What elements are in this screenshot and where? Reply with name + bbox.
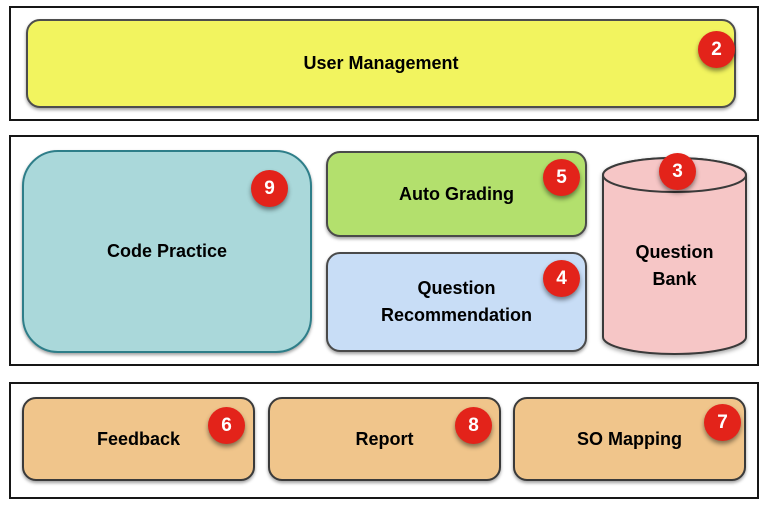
question-recommendation-label: Question Recommendation: [380, 278, 533, 325]
code-practice-label: Code Practice: [106, 241, 228, 261]
code-practice-badge: 9: [251, 170, 288, 207]
user-management-label: User Management: [303, 53, 459, 73]
user-management-badge: 2: [698, 31, 735, 68]
feedback-box: Feedback 6: [22, 397, 255, 481]
so-mapping-box: SO Mapping 7: [513, 397, 746, 481]
feedback-badge: 6: [208, 407, 245, 444]
so-mapping-badge: 7: [704, 404, 741, 441]
user-management-box: User Management 2: [26, 19, 736, 108]
question-recommendation-badge: 4: [543, 260, 580, 297]
report-badge: 8: [455, 407, 492, 444]
report-label: Report: [355, 428, 414, 449]
auto-grading-box: Auto Grading 5: [326, 151, 587, 237]
question-bank-label: Question Bank: [635, 242, 714, 289]
auto-grading-label: Auto Grading: [399, 183, 514, 204]
so-mapping-label: SO Mapping: [577, 428, 682, 449]
question-bank-badge: 3: [659, 153, 696, 190]
auto-grading-badge: 5: [543, 159, 580, 196]
report-box: Report 8: [268, 397, 501, 481]
question-bank-cylinder: Question Bank 3: [601, 153, 748, 356]
feedback-label: Feedback: [96, 428, 181, 449]
question-recommendation-box: Question Recommendation 4: [326, 252, 587, 352]
code-practice-box: Code Practice 9: [22, 150, 312, 353]
